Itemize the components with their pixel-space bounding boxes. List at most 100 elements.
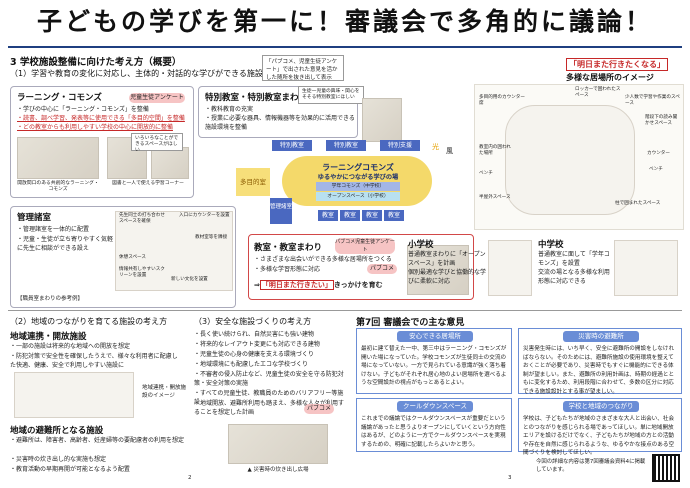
shelter-line-3: ・教育活動の早期再開が可能となるよう配置	[10, 466, 130, 473]
management-room-tile: 管理諸室	[270, 198, 292, 224]
illust-label-2: ロッカーで囲われたスペース	[575, 87, 621, 98]
management-title: 管理諸室	[17, 213, 52, 223]
safety-pubcom-badge: パブコメ	[304, 404, 334, 414]
classroom-tile-4: 教室	[384, 210, 404, 221]
shelter-line-1: ・避難所は、障害者、高齢者、妊産婦等の要配慮者の利用を想定	[10, 437, 185, 444]
illustration-title-sub: 多様な居場所のイメージ	[566, 73, 654, 82]
tile-special-1: 特別教室	[272, 140, 312, 151]
wind-label: 風	[446, 147, 453, 155]
subsection-3-heading: （3）安全な施設づくりの考え方	[194, 317, 312, 326]
illust-label-4: 階段下の読み聞かせスペース	[645, 115, 678, 126]
mgmt-label-4: 休憩スペース	[119, 255, 147, 260]
mgmt-label-3: 教材室等を隣接	[195, 235, 228, 240]
safety-line-4: ・地域環境にも配慮したエコな学校づくり	[194, 361, 309, 368]
section-divider	[8, 310, 682, 311]
staff-room-plan	[115, 211, 233, 291]
elementary-line-2: 個別最適な学びと協働的な学びに柔軟に対応	[408, 269, 487, 285]
commons-photo-1	[17, 137, 99, 179]
opinion-3-text: 災害発生時には、いち早く、安全に避難所の開設をしなければならない。そのためには、…	[523, 346, 675, 395]
illustration-frame: 多目的用のカウンター席 ロッカーで囲われたスペース 少人数で学習や作業のスペース…	[474, 84, 684, 230]
page-number-right: 3	[508, 475, 512, 481]
illust-label-8: ベンチ	[479, 171, 493, 176]
learning-commons-line-2: ・読書、調べ学習、発表等に使用できる「多目的空間」を整備	[17, 115, 185, 122]
regional-line-2: ・防犯対策で安全性を確保したうえで、様々な利用者に配慮した快適、健康、安全で利用…	[10, 353, 178, 369]
safety-line-2: ・将来的なレイアウト変更にも対応できる建物	[194, 341, 320, 348]
classroom-tile-2: 教室	[340, 210, 360, 221]
commons-photo-3	[151, 147, 189, 179]
special-room-photo	[362, 98, 402, 142]
illust-label-10: 柱で囲まれたスペース	[615, 201, 661, 206]
management-caption: 【職員室まわりの参考例】	[17, 296, 84, 302]
illustration-title-red: 「明日また行きたくなる」	[566, 58, 668, 71]
safety-line-1: ・長く使い続けられ、自然災害にも強い建物	[194, 331, 315, 338]
qr-code-icon[interactable]	[652, 454, 680, 482]
banner-post: きっかけを育む	[333, 281, 383, 289]
opinion-2-text: これまでの議論ではクールダウンスペースが重要だという議論があったと思うよりオープ…	[361, 416, 506, 448]
opinion-box-1: 安心できる居場所 最初に建て替えた一中、第三中はラーニング・コモンズが開いた場に…	[356, 328, 512, 394]
opinion-1-text: 最初に建て替えた一中、第三中はラーニング・コモンズが開いた場になっていた。学校コ…	[361, 346, 507, 386]
tile-special-2: 特別教室	[326, 140, 366, 151]
safety-line-7: ・地域開放、避難所利用も踏まえ、多様な人々が利用することを想定した計画	[194, 400, 345, 416]
junior-block: 中学校 普通教室に面して「学年コモンズ」を設置 交流の場となる多様な利用形態に対…	[534, 234, 682, 300]
opinions-heading: 第7回 審議会での主な意見	[356, 318, 465, 328]
opinion-4-text: 学校は、子どもたちが地域のさまざまな大人と出会い、社会とのつながりを感じられる場…	[523, 416, 675, 456]
banner-arrow: ⇒	[254, 281, 260, 289]
special-rooms-line-1: ・教科教育の充実	[205, 106, 254, 113]
subsection-2-heading: （2）地域のつながりを育てる施設の考え方	[10, 317, 168, 326]
classroom-pubcom-badge: パブコメ	[367, 264, 397, 274]
light-label: 光	[432, 143, 439, 151]
opinion-box-4: 学校と地域のつながり 学校は、子どもたちが地域のさまざまな大人と出会い、社会との…	[518, 398, 682, 456]
commons-caption-2: 図書と一人で使える学習コーナー	[112, 181, 184, 186]
classroom-photo	[407, 245, 469, 295]
illust-label-3: 少人数で学習や作業のスペース	[625, 95, 680, 106]
opinion-2-title: クールダウンスペース	[397, 401, 473, 412]
callout-top: 「パブコメ、児童生徒アンケート」で出された意見を活かした随所を抜き出して表示	[262, 55, 344, 81]
learning-commons-title: ラーニング・コモンズ	[17, 93, 102, 103]
opinion-box-2: クールダウンスペース これまでの議論ではクールダウンスペースが重要だという議論が…	[356, 398, 512, 452]
classroom-title: 教室・教室まわり	[254, 243, 323, 253]
elementary-line-1: 普通教室まわりに「オープンスペース」を計画	[408, 251, 486, 267]
classroom-badge: パブコメ児童生徒アンケート	[335, 238, 395, 254]
classroom-line-2: ・多様な学習形態に対応	[254, 266, 321, 273]
page-number-left: 2	[188, 475, 192, 481]
special-rooms-callout: 生徒一児童の興味・関心をそそる特別教室にほしい	[298, 86, 364, 104]
multipurpose-room: 多目的室	[236, 168, 270, 196]
commons-callout: いろいろなことができるスペースがほしい	[131, 133, 183, 153]
commons-caption-1: 開放間口のある共創的なラーニング・コモンズ	[17, 181, 99, 192]
survey-badge: 児童生徒アンケート	[129, 93, 185, 103]
regional-line-1: ・一部の施設は将来的な地域への開放を想定	[10, 343, 131, 350]
commons-sublabel: ゆるやかにつながる学びの場	[317, 174, 399, 181]
special-rooms-title: 特別教室・特別教室まわり	[205, 93, 308, 103]
management-box: 管理諸室 ・管理諸室を一体的に配置 ・児童・生徒が立ち寄りやすく気軽に先生に相談…	[10, 206, 236, 308]
safety-line-6: ・すべての児童生徒、教職員のためのバリアフリー等施設	[194, 390, 344, 406]
mgmt-label-2: 入口にカウンターを設置	[179, 213, 230, 218]
elementary-block: 小学校 普通教室まわりに「オープンスペース」を計画 個別最適な学びと協働的な学び…	[404, 234, 532, 300]
regional-diagram-label: 地域連携・開放施設のイメージ	[142, 385, 187, 399]
commons-label: ラーニングコモンズ	[322, 163, 394, 172]
disaster-plaza-photo	[228, 424, 328, 464]
elementary-sketch	[488, 240, 532, 296]
classroom-line-1: ・さまざまな出会いができる多様な居場所をつくる	[254, 256, 392, 263]
page-title: 子どもの学びを第一に！審議会で多角的に議論！	[36, 7, 653, 36]
band-elementary: オープンスペース（小学校）	[316, 192, 400, 201]
mgmt-label-6: 新しい文化を設置	[171, 277, 208, 282]
regional-facilities-title: 地域連携・開放施設	[10, 332, 87, 342]
learning-commons-line-3: ・どの教室からも利用しやすい学校の中心に開放的に整備	[17, 124, 173, 131]
section-heading: 3 学校施設整備に向けた考え方（概要）	[10, 57, 182, 68]
footnote: 今回の詳細な内容は第7回審議会資料4に掲載しています。	[536, 459, 646, 473]
junior-line-1: 普通教室に面して「学年コモンズ」を設置	[538, 251, 610, 267]
opinion-4-title: 学校と地域のつながり	[563, 401, 639, 412]
illust-label-1: 多目的用のカウンター席	[479, 95, 525, 106]
classroom-box: 教室・教室まわり パブコメ児童生徒アンケート ・さまざまな出会いができる多様な居…	[248, 234, 474, 300]
illust-label-5: カウンター	[647, 151, 670, 156]
floor-sketch	[505, 105, 635, 215]
opinion-1-title: 安心できる居場所	[397, 331, 473, 342]
junior-sketch	[614, 240, 678, 296]
illust-label-9: 半屋外スペース	[479, 195, 511, 200]
elementary-title: 小学校	[408, 240, 434, 250]
banner-red: 「明日また行きたい」	[259, 280, 334, 290]
band-junior: 学年コモンズ（中学校）	[316, 182, 400, 191]
mgmt-label-5: 情報共有しやすいスクリーンを設置	[119, 267, 165, 278]
subsection-1-heading: （1）学習や教育の変化に対応し、主体的・対話的な学びができる施設	[10, 69, 263, 78]
opinion-3-title: 災害時の避難所	[563, 331, 639, 342]
